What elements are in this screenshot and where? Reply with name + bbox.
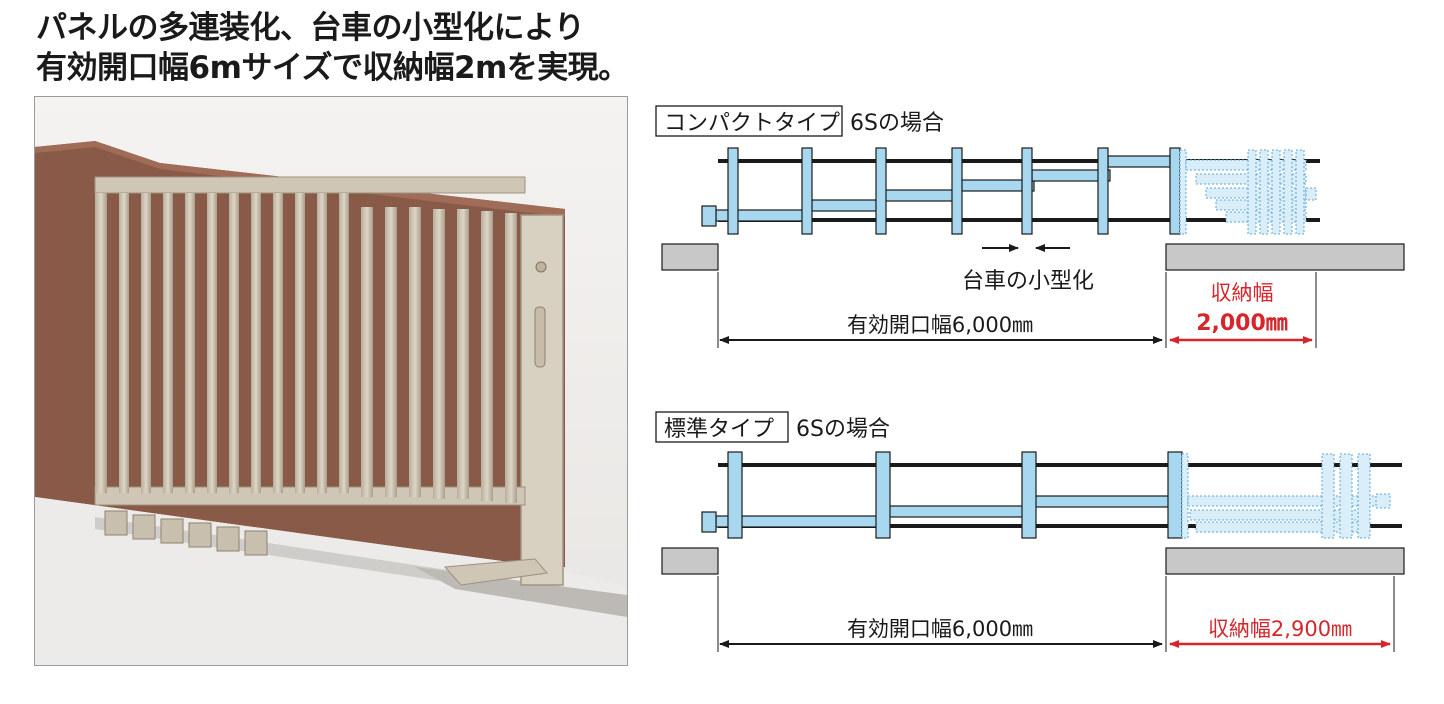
- headline-line-1: パネルの多連装化、台車の小型化により: [36, 10, 585, 46]
- gate-lock: [535, 261, 547, 273]
- compact-callout-label: 台車の小型化: [962, 269, 1094, 294]
- compact-type-box: [655, 105, 843, 137]
- headline-line-2: 有効開口幅6mサイズで収納幅2mを実現。: [36, 50, 629, 86]
- standard-opening-label: 有効開口幅6,000㎜: [847, 617, 1033, 641]
- compact-storage-label: 収納幅: [1211, 281, 1274, 305]
- gate-door-post: [520, 214, 564, 586]
- compact-left-pillar: [661, 243, 719, 271]
- standard-right-pillar: [1165, 547, 1405, 575]
- compact-stacked-panels: [1179, 149, 1317, 235]
- standard-stacked-panels: [1181, 453, 1391, 539]
- compact-right-pillar: [1165, 243, 1405, 271]
- gate-handle: [534, 306, 546, 368]
- standard-section: 標準タイプ 6Sの場合: [655, 411, 1405, 652]
- standard-storage-label: 収納幅2,900㎜: [1208, 617, 1352, 641]
- compact-case-label: 6Sの場合: [850, 111, 944, 136]
- headline: パネルの多連装化、台車の小型化により 有効開口幅6mサイズで収納幅2mを実現。: [36, 8, 629, 88]
- comparison-diagram: コンパクトタイプ 6Sの場合: [650, 96, 1430, 696]
- compact-section: コンパクトタイプ 6Sの場合: [655, 105, 1405, 348]
- standard-left-pillar: [661, 547, 719, 575]
- folding-gate-illustration: [35, 97, 627, 665]
- standard-type-box: [655, 411, 789, 443]
- compact-posts: [701, 147, 1181, 235]
- support-foot: [443, 558, 548, 586]
- trolley-wheels: [104, 510, 268, 556]
- compact-type-label: コンパクトタイプ: [664, 111, 840, 136]
- product-photo: [34, 96, 628, 666]
- standard-panels: [715, 495, 1175, 528]
- standard-type-label: 標準タイプ: [664, 417, 774, 442]
- stacked-panels: [94, 176, 526, 506]
- diagram-svg: コンパクトタイプ 6Sの場合: [655, 105, 1405, 652]
- standard-posts: [701, 451, 1183, 539]
- compact-storage-value: 2,000㎜: [1196, 311, 1288, 336]
- standard-case-label: 6Sの場合: [796, 417, 890, 442]
- compact-opening-label: 有効開口幅6,000㎜: [847, 313, 1033, 337]
